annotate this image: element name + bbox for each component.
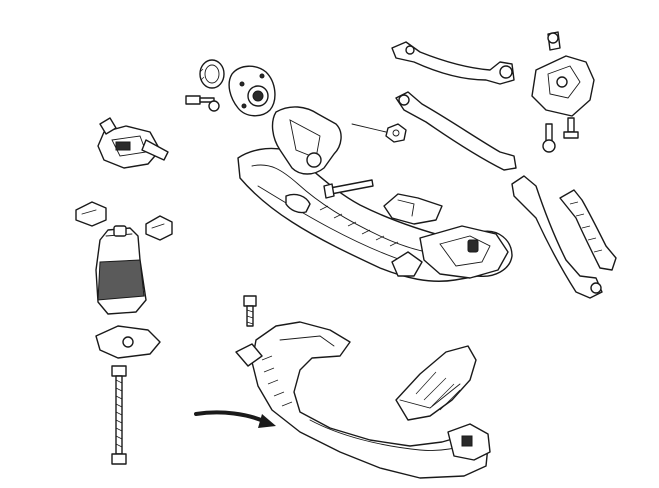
lower-control-arm	[395, 91, 517, 171]
long-threaded-bolt	[111, 365, 127, 465]
upper-control-arm	[391, 41, 515, 85]
hub-bolt	[185, 95, 220, 112]
mount-base-plate	[95, 325, 161, 359]
subframe-bolt	[323, 179, 374, 199]
front-subframe	[237, 106, 513, 282]
nut	[385, 123, 407, 143]
engine-mount-bolts	[542, 117, 579, 153]
rear-control-arm	[559, 189, 617, 271]
wheel-hub	[228, 65, 276, 117]
mount-bracket-small	[383, 193, 443, 225]
skid-plate	[395, 345, 477, 421]
lower-subframe-cover	[235, 321, 491, 479]
direction-arrow	[194, 410, 276, 428]
flange-bolt	[243, 295, 257, 327]
transmission-mount	[97, 117, 169, 169]
leader-line	[351, 123, 387, 133]
bushing-caps	[75, 201, 173, 241]
hub-bearing-seal	[199, 59, 225, 89]
engine-mount-bracket	[531, 31, 595, 117]
tie-rod-arm	[511, 175, 603, 299]
rubber-bushing-mount	[95, 225, 147, 315]
